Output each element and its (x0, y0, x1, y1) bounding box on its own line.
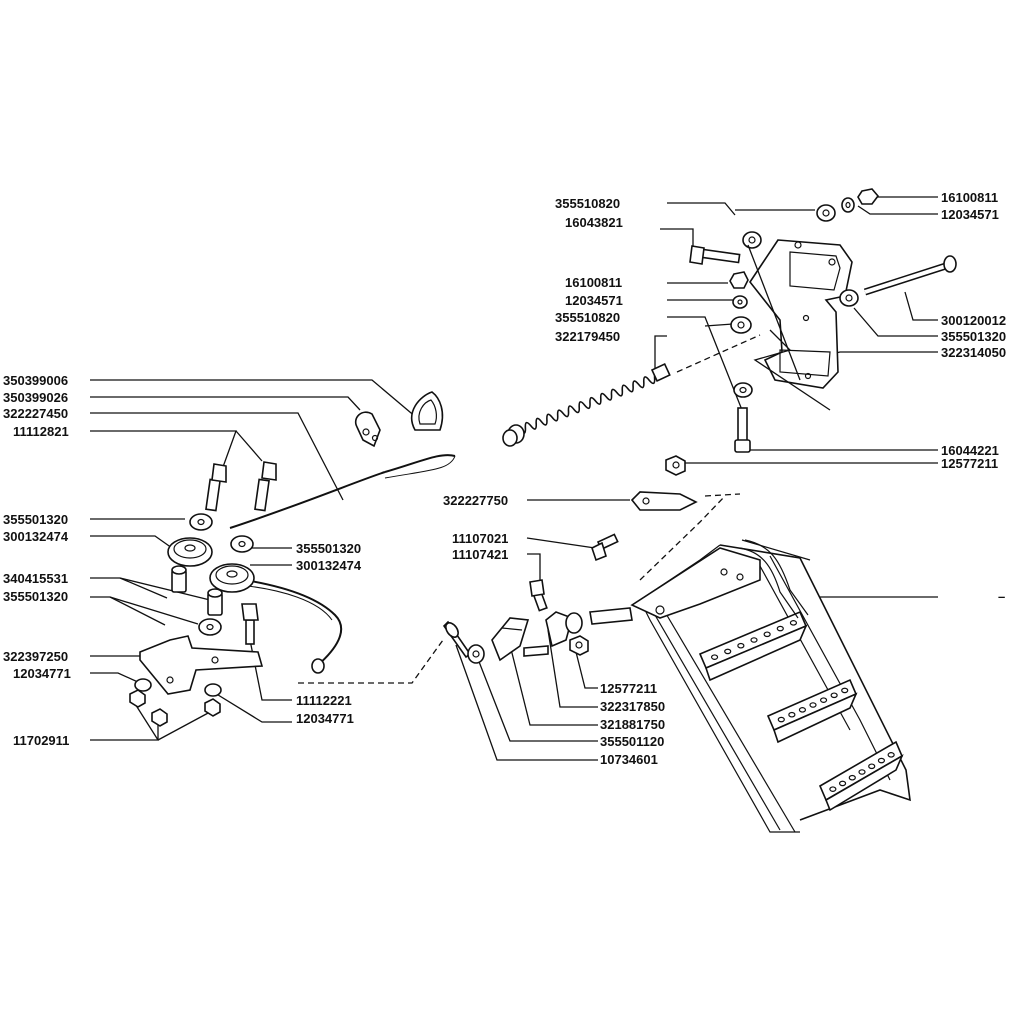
part-label: 12577211 (600, 681, 657, 696)
part-number-labels: 355510820 16043821 16100811 12034571 161… (3, 190, 1006, 767)
part-label: 300120012 (941, 313, 1006, 328)
step-hole (763, 631, 771, 638)
part-label: – (998, 589, 1005, 604)
leader-lines (90, 196, 938, 761)
step-hole (777, 716, 785, 723)
step-hole (776, 625, 784, 632)
bracket-assembly (665, 188, 957, 476)
step-hole (788, 711, 796, 718)
step-hole (750, 637, 758, 643)
part-label: 355501120 (600, 734, 664, 749)
part-label: 355501320 (941, 329, 1006, 344)
part-label: 11112221 (296, 693, 352, 708)
part-label: 322317850 (600, 699, 665, 714)
part-label: 322227750 (443, 493, 508, 508)
step-hole (809, 702, 817, 708)
step-hole (798, 707, 807, 713)
part-label: 11107421 (452, 547, 508, 562)
step-hole (841, 687, 849, 694)
part-label: 350399026 (3, 390, 68, 405)
dashed-connectors (298, 334, 761, 684)
part-label: 355501320 (3, 512, 68, 527)
step-hole (737, 642, 745, 649)
step-hole (858, 769, 866, 775)
part-label: 322314050 (941, 345, 1006, 360)
step-hole (848, 774, 856, 781)
part-label: 12034771 (13, 666, 71, 681)
step-hole (877, 757, 886, 764)
part-label: 11112821 (13, 424, 69, 439)
part-label: 322227450 (3, 406, 68, 421)
part-label: 12577211 (941, 456, 998, 471)
linkage-assembly (442, 491, 698, 664)
tension-spring (502, 363, 671, 447)
step-hole (830, 692, 838, 699)
ladder-assembly (630, 539, 911, 833)
part-label: 300132474 (3, 529, 69, 544)
part-label: 12034771 (296, 711, 354, 726)
step-hole (838, 780, 847, 787)
part-label: 16044221 (941, 443, 999, 458)
part-label: 350399006 (3, 373, 68, 388)
step-hole (829, 786, 837, 792)
step-hole (789, 620, 798, 626)
part-label: 16043821 (565, 215, 623, 230)
part-label: 11107021 (452, 531, 508, 546)
step-hole (887, 752, 895, 758)
step-hole (819, 697, 828, 703)
step-hole (724, 648, 732, 655)
step-hole (868, 763, 876, 770)
part-label: 355501320 (3, 589, 68, 604)
part-label: 12034571 (565, 293, 623, 308)
part-label: 12034571 (941, 207, 999, 222)
part-label: 10734601 (600, 752, 658, 767)
part-label: 355501320 (296, 541, 361, 556)
part-label: 355510820 (555, 196, 620, 211)
part-label: 16100811 (565, 275, 622, 290)
part-label: 322179450 (555, 329, 620, 344)
part-label: 11702911 (13, 733, 69, 748)
part-label: 300132474 (296, 558, 362, 573)
part-label: 355510820 (555, 310, 620, 325)
part-label: 322397250 (3, 649, 68, 664)
part-label: 16100811 (941, 190, 998, 205)
cable-assembly (229, 391, 456, 674)
step-hole (710, 654, 719, 660)
pulley-assembly (129, 461, 277, 727)
part-label: 321881750 (600, 717, 665, 732)
part-label: 340415531 (3, 571, 68, 586)
